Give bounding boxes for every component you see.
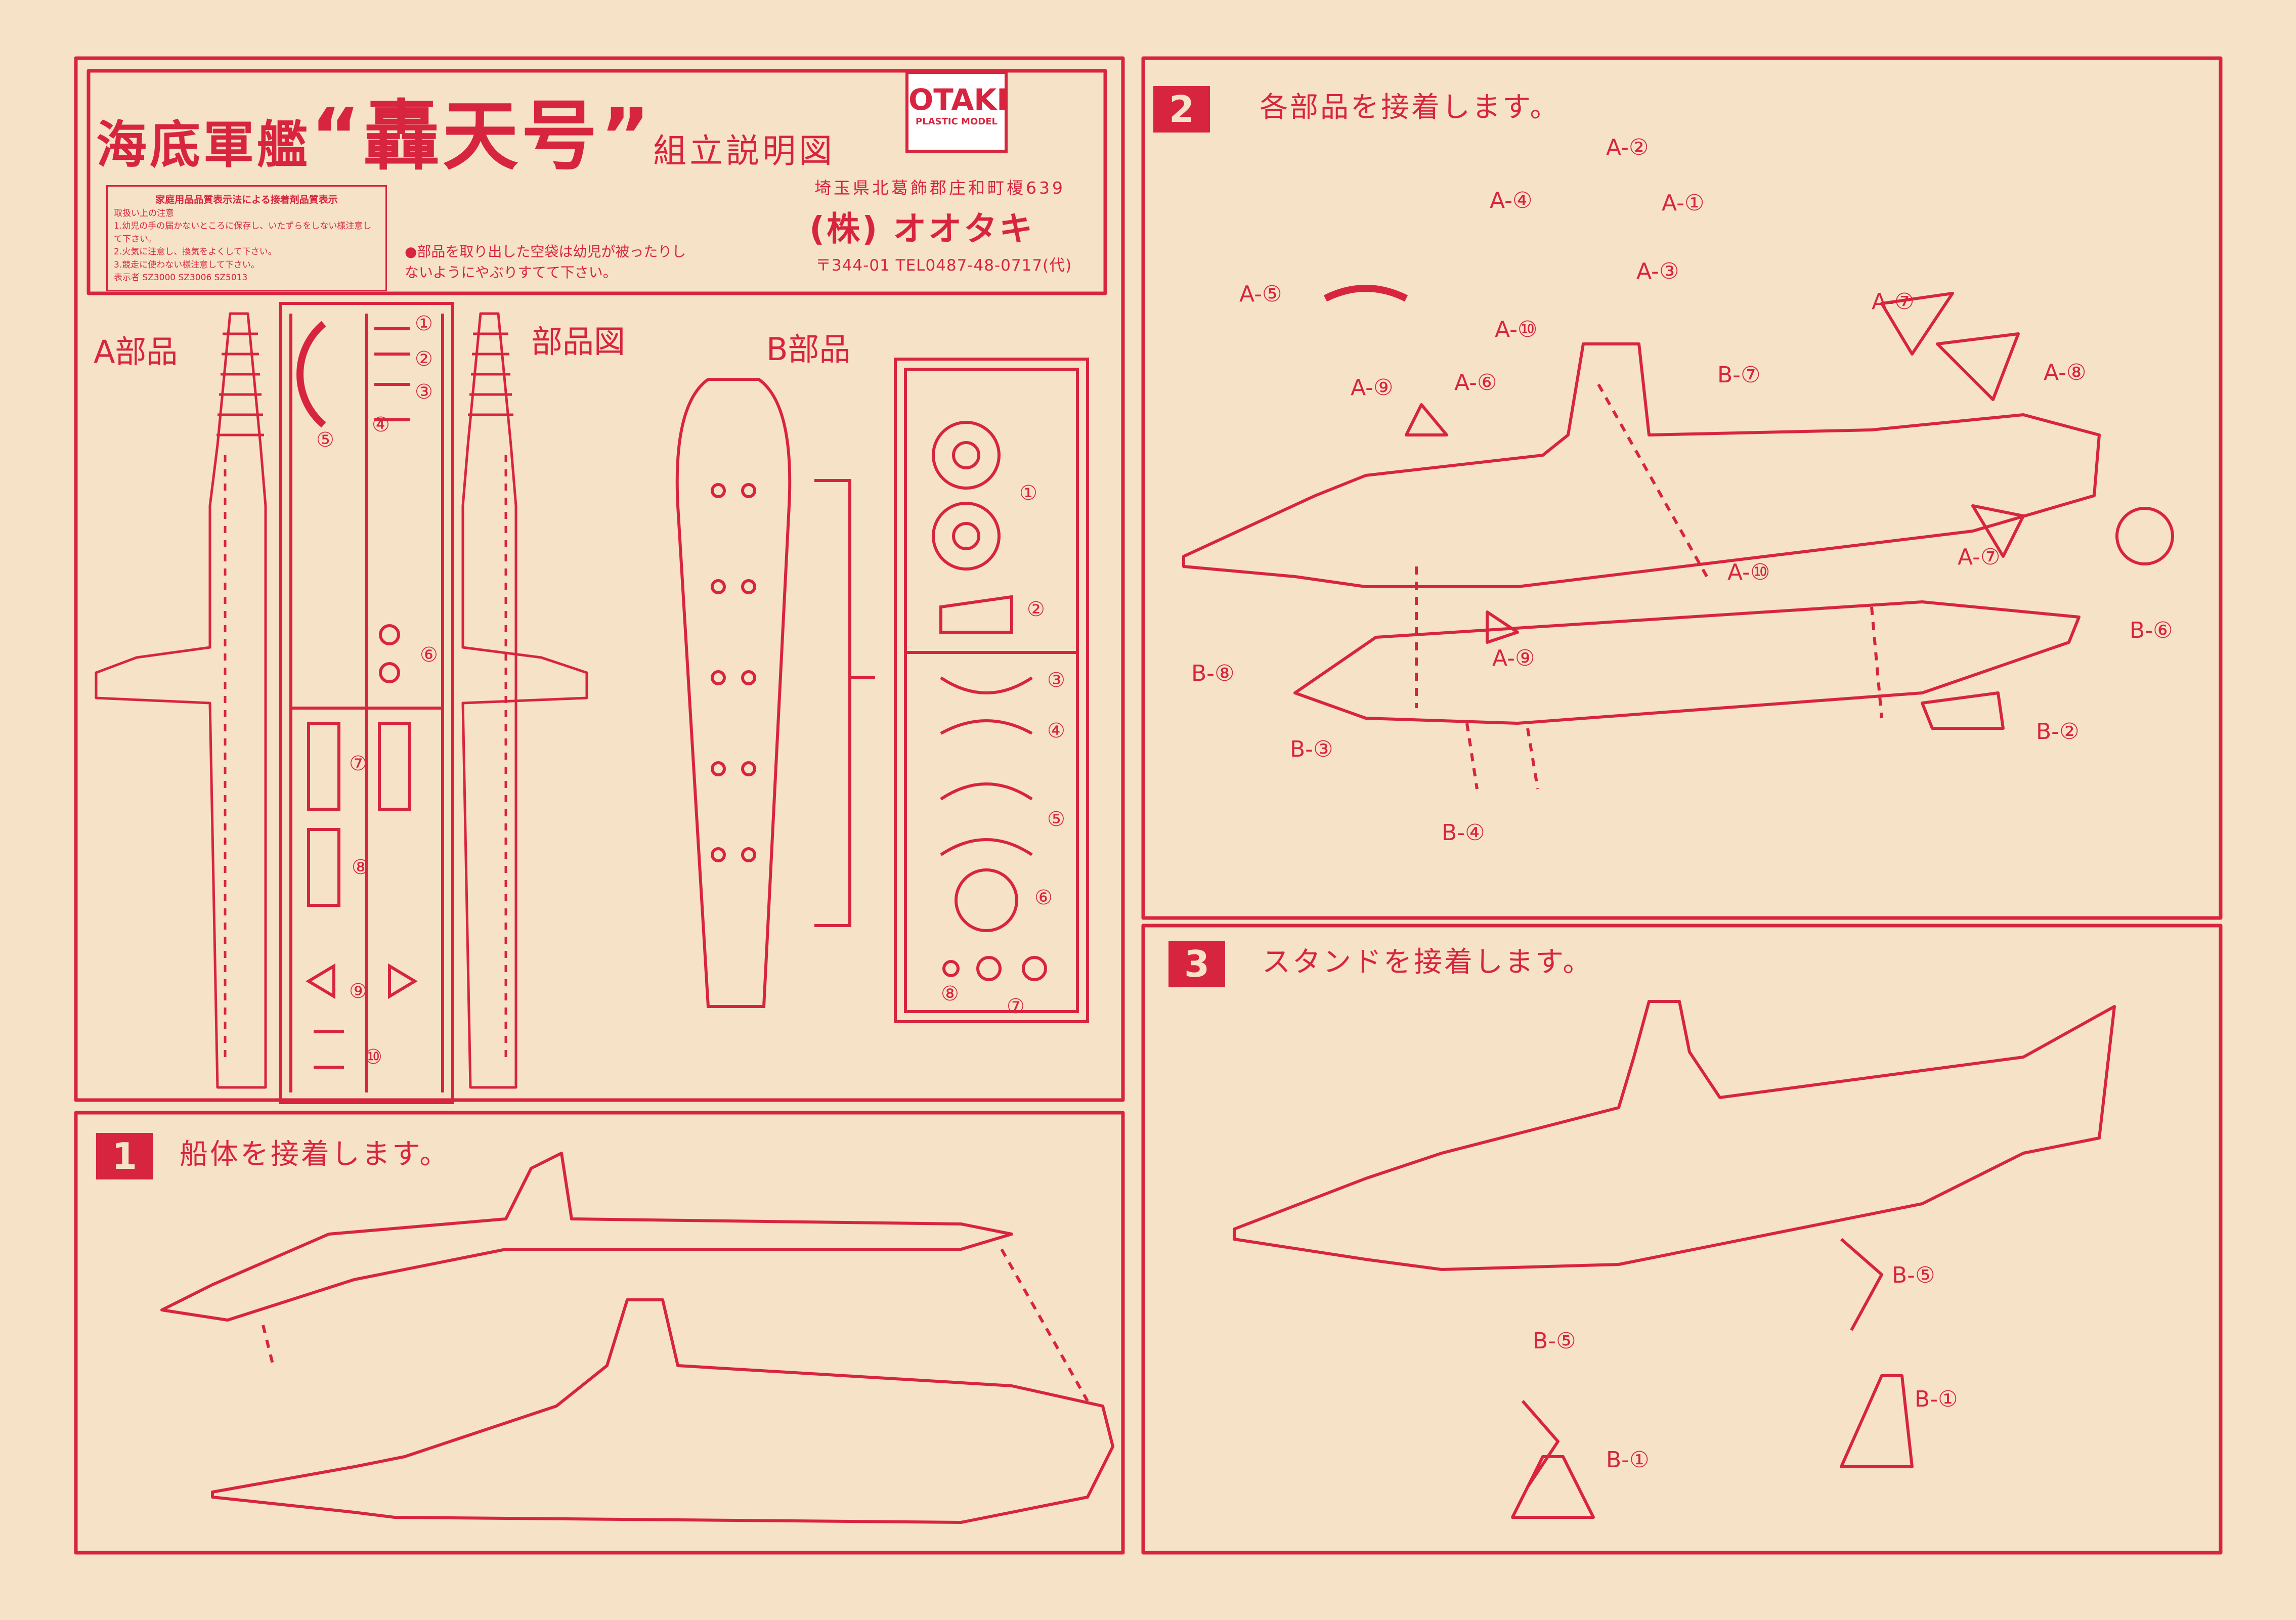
step3-illustration [1233, 1000, 2116, 1519]
a-parts-hull-left [95, 312, 267, 1089]
b-parts-sprue [894, 358, 1089, 1023]
notice-line: 3.競走に使わない様注意して下さい。 [114, 259, 259, 270]
a-part-number: ① [415, 312, 433, 335]
b-part-number: ⑦ [1007, 995, 1025, 1018]
callout-label: A-⑩ [1727, 559, 1770, 585]
b-part-number: ① [1019, 481, 1037, 505]
step-2-badge: 2 [1153, 86, 1210, 133]
callout-label: B-⑥ [2130, 618, 2173, 643]
callout-label: A-① [1662, 190, 1705, 216]
a-part-number: ⑧ [352, 856, 370, 879]
callout-label: B-⑦ [1717, 362, 1761, 388]
callout-label: B-④ [1442, 820, 1485, 846]
callout-label: A-⑧ [2044, 360, 2087, 385]
step-1-badge: 1 [96, 1133, 153, 1179]
a-part-number: ② [415, 347, 433, 371]
callout-label: A-③ [1636, 258, 1679, 284]
step1-frame [74, 1111, 1125, 1555]
b-part-number: ⑥ [1034, 886, 1053, 909]
step1-illustration [160, 1152, 1114, 1524]
callout-label: A-⑩ [1495, 317, 1538, 342]
title-ship-name: “轟天号” [311, 93, 654, 181]
a-part-number: ⑦ [349, 752, 367, 775]
step-3-instruction: スタンドを接着します。 [1262, 946, 1593, 979]
step-2-instruction: 各部品を接着します。 [1260, 91, 1561, 124]
callout-label: B-① [1915, 1386, 1958, 1412]
callout-label: A-② [1606, 135, 1649, 160]
callout-label: A-⑦ [1872, 289, 1915, 315]
page-title: 海底軍艦“轟天号”組立説明図 [96, 99, 835, 174]
callout-label: B-③ [1290, 736, 1333, 762]
bag-caution-text: ●部品を取り出した空袋は幼児が被ったりしないようにやぶりすてて下さい。 [405, 243, 686, 281]
notice-line: 2.火気に注意し、換気をよくして下さい。 [114, 247, 277, 257]
adhesive-quality-notice: 家庭用品品質表示法による接着剤品質表示 取扱い上の注意 1.幼児の手の届かないと… [106, 185, 387, 291]
a-part-number: ④ [372, 413, 390, 436]
callout-label: B-② [2036, 719, 2080, 745]
step3-frame [1141, 924, 2223, 1555]
company-address: 埼玉県北葛飾郡庄和町榎639 [814, 178, 1065, 198]
callout-label: A-⑨ [1351, 375, 1394, 401]
callout-label: B-⑤ [1892, 1262, 1935, 1288]
otaki-logo: OTAKI PLASTIC MODEL [905, 71, 1008, 153]
title-prefix: 海底軍艦 [96, 115, 311, 174]
a-part-number: ⑥ [420, 643, 438, 667]
header-frame [86, 69, 1107, 295]
callout-label: A-⑥ [1454, 370, 1497, 396]
b-parts-deck [675, 378, 875, 1008]
callout-label: A-④ [1490, 188, 1533, 213]
a-part-number: ⑤ [316, 428, 334, 452]
step2-illustration [1182, 285, 2174, 790]
step-3-badge: 3 [1168, 941, 1225, 987]
a-part-number: ⑨ [349, 980, 367, 1003]
a-part-number: ⑩ [364, 1045, 382, 1069]
callout-label: A-⑤ [1239, 281, 1282, 307]
step-1-instruction: 船体を接着します。 [180, 1138, 450, 1171]
notice-line: 取扱い上の注意 [114, 208, 174, 218]
logo-tagline: PLASTIC MODEL [916, 116, 998, 127]
notice-line: 表示者 SZ3000 SZ3006 SZ5013 [114, 273, 248, 283]
step2-frame [1141, 56, 2223, 920]
notice-title: 家庭用品品質表示法による接着剤品質表示 [155, 194, 338, 205]
b-part-number: ② [1027, 598, 1045, 621]
b-part-number: ③ [1047, 669, 1065, 692]
callout-label: B-① [1606, 1447, 1650, 1473]
company-telephone: 〒344-01 TEL0487-48-0717(代) [815, 256, 1072, 275]
parts-diagram-heading: 部品図 [531, 323, 626, 360]
a-parts-hull-right [461, 312, 588, 1089]
callout-label: B-⑧ [1191, 661, 1235, 686]
callout-label: B-⑤ [1533, 1328, 1576, 1354]
title-suffix: 組立説明図 [653, 132, 836, 170]
company-name: (株) オオタキ [809, 209, 1035, 248]
callout-label: A-⑨ [1492, 645, 1535, 671]
callout-label: A-⑦ [1958, 544, 2001, 570]
top-left-frame [74, 56, 1125, 1102]
b-part-number: ⑤ [1047, 808, 1065, 831]
a-parts-heading: A部品 [94, 333, 178, 370]
a-parts-sprue [279, 302, 454, 1104]
b-part-number: ④ [1047, 719, 1065, 742]
b-part-number: ⑧ [941, 982, 959, 1005]
notice-line: 1.幼児の手の届かないところに保存し、いたずらをしない様注意して下さい。 [114, 221, 372, 244]
a-part-number: ③ [415, 380, 433, 404]
logo-wordmark: OTAKI [908, 82, 1008, 117]
b-parts-heading: B部品 [766, 331, 851, 368]
